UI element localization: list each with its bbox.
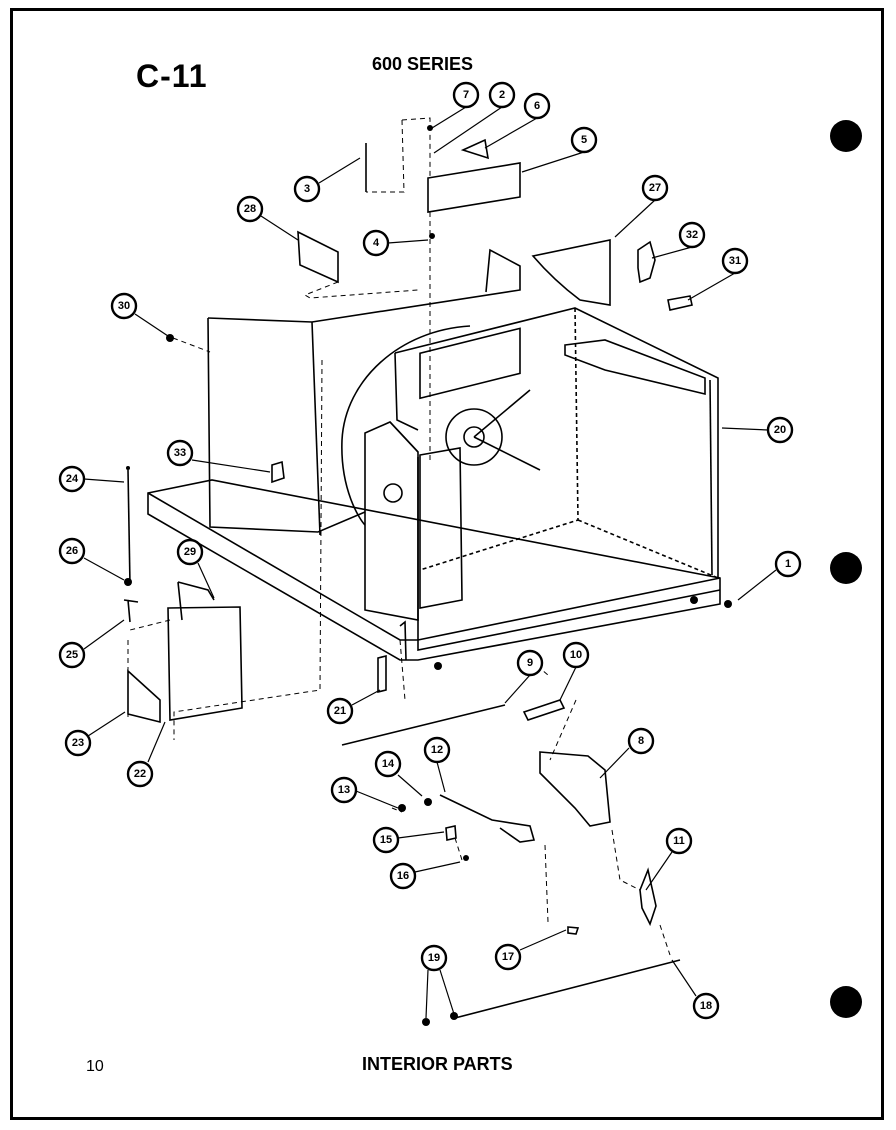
callout-23: 23 [71,737,85,749]
callout-25: 25 [65,649,79,661]
callout-24: 24 [65,473,79,485]
series-label: 600 SERIES [372,54,474,74]
callout-19: 19 [427,952,441,964]
callout-32: 32 [685,229,699,241]
blower-housing [341,325,471,526]
blower-wheel [445,408,503,466]
callout-3: 3 [303,183,311,195]
callout-28: 28 [243,203,257,215]
base-pan-edge [147,492,721,641]
diagram-caption: INTERIOR PARTS [362,1054,513,1074]
part-10 [522,699,566,721]
callout-13: 13 [337,784,351,796]
motor-bracket [364,421,419,621]
cabinet-front-bottom [417,457,721,651]
callout-5: 5 [580,134,588,146]
callout-31: 31 [728,255,742,267]
callout-12: 12 [430,744,444,756]
cover-23 [127,669,161,724]
rod-18 [454,959,681,1019]
callout-4: 4 [372,237,380,249]
bracket-8 [539,751,611,827]
binder-hole-top [830,120,862,152]
callout-7: 7 [462,89,470,101]
callout-33: 33 [173,447,187,459]
callout-20: 20 [773,424,787,436]
callout-10: 10 [569,649,583,661]
base-pan [147,479,721,661]
callout-22: 22 [133,768,147,780]
clip-33 [271,460,285,484]
page-number: 10 [86,1058,104,1075]
callout-1: 1 [784,558,792,570]
panel-28 [297,230,339,284]
callout-16: 16 [396,870,410,882]
callout-26: 26 [65,545,79,557]
callout-15: 15 [379,834,393,846]
callout-14: 14 [381,758,395,770]
callout-17: 17 [501,951,515,963]
clip-32 [637,240,656,284]
clip-31 [667,295,693,311]
part-21 [377,654,387,694]
callout-6: 6 [533,100,541,112]
page-border [10,8,884,1120]
callout-11: 11 [673,835,685,847]
diagram-code: C-11 [136,58,208,94]
callout-21: 21 [333,705,347,717]
callout-18: 18 [699,1000,713,1012]
binder-hole-middle [830,552,862,584]
top-panel-5 [427,162,521,213]
link-11 [639,867,657,927]
left-panel [207,248,521,323]
callout-29: 29 [183,546,197,558]
callout-8: 8 [637,735,645,747]
panel-27 [531,239,611,306]
callout-9: 9 [526,657,534,669]
cabinet-top-edge [394,307,719,578]
lever-12 [439,794,536,843]
access-panel [167,606,243,721]
rod-9 [341,704,506,746]
callout-30: 30 [117,300,131,312]
callout-2: 2 [498,89,506,101]
callout-27: 27 [648,182,662,194]
binder-hole-bottom [830,986,862,1018]
